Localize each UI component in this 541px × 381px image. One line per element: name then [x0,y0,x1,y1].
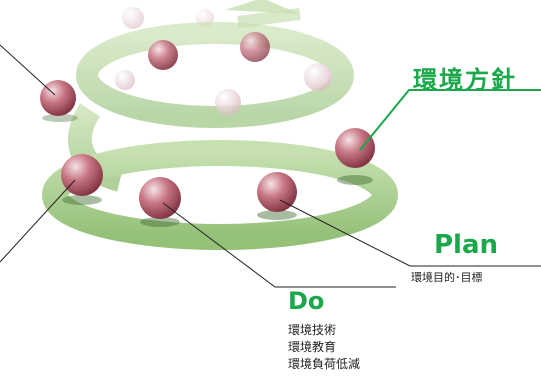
do-item: 環境技術 [288,323,337,337]
leader-line-top-left [0,44,56,96]
ghost-sphere [122,7,144,29]
plan-title: Plan [434,230,499,260]
sphere-policy [335,128,375,168]
plan-description: 環境目的･目標 [411,271,483,284]
leader-line-do [162,202,396,288]
do-item: 環境負荷低減 [288,357,361,371]
sphere-upper-4 [215,89,241,115]
policy-label: 環境方針 [413,66,517,94]
sphere-upper-5 [115,70,135,90]
sphere-do [139,177,181,219]
spiral-lower-ring [42,140,398,250]
spiral-upper-ring [76,22,354,128]
do-item: 環境教育 [288,340,337,354]
leader-line-bottom-left [0,179,76,263]
do-item-list: 環境技術 環境教育 環境負荷低減 [288,322,360,373]
sphere-left-upper [40,80,76,116]
leader-line-policy [359,89,541,151]
leader-line-plan [279,199,541,267]
sphere-upper-1 [148,40,178,70]
spiral-arrow-tail [237,8,301,28]
sphere-left-lower [61,154,103,196]
sphere-upper-2 [240,32,270,62]
do-title: Do [288,287,325,315]
sphere-upper-3 [304,63,332,91]
sphere-plan [257,172,297,212]
